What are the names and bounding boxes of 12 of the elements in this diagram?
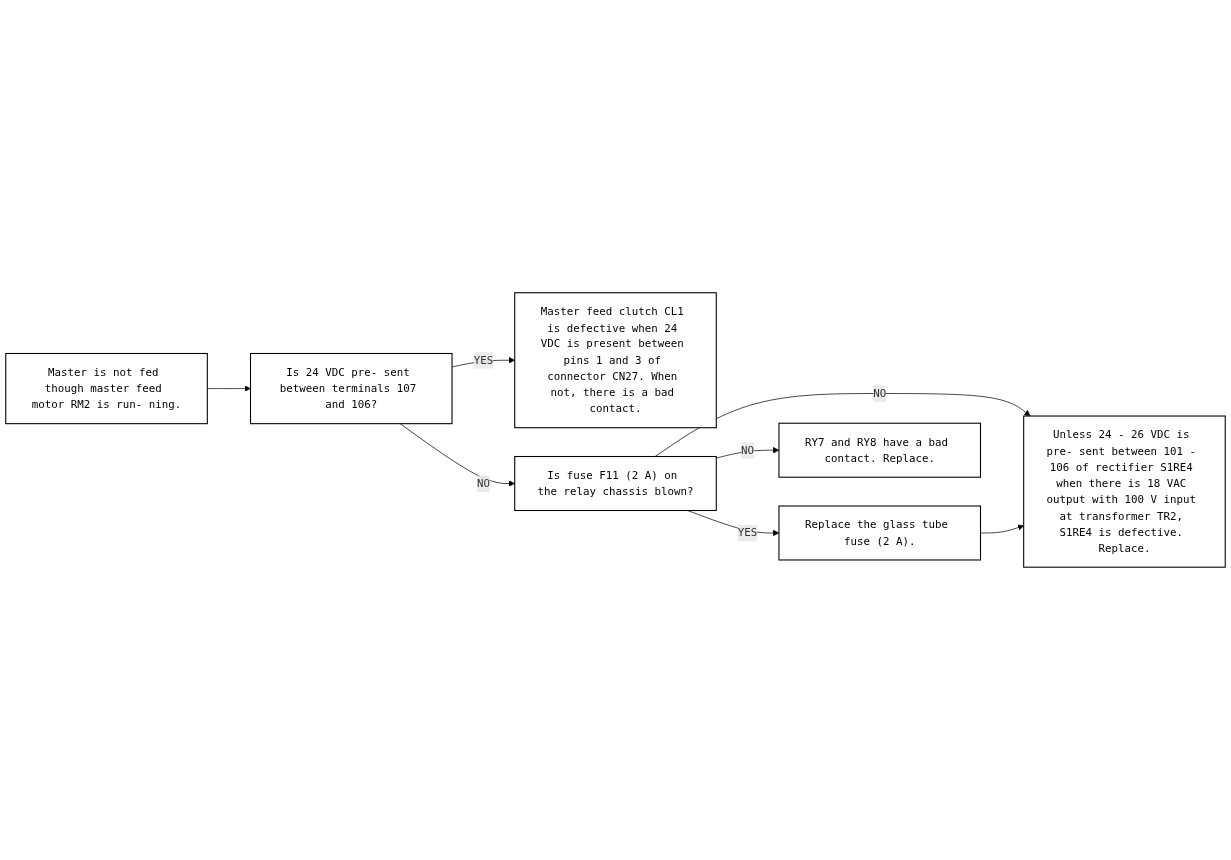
node-box: Unless 24 - 26 VDC is pre- sent between 101 - 106 of rectifier S1RE4 when there is 18 VAC output with 100 V input at transformer TR2, S1RE4 is defective. Replace.: [1023, 415, 1226, 568]
edge-label: YES: [737, 526, 758, 540]
edge-label: NO: [873, 386, 887, 400]
edge-label: NO: [476, 476, 490, 490]
node-box: Master is not fed though master feed motor RM2 is run- ning.: [5, 352, 208, 425]
node-box: Master feed clutch CL1 is defective when 24 VDC is present between pins 1 and 3 of connector CN27. When not, there is a bad contact.: [514, 292, 717, 429]
edge-label: NO: [741, 443, 755, 457]
node-box: Is 24 VDC pre- sent between terminals 107 and 106?: [249, 352, 453, 425]
edge-label: YES: [473, 353, 494, 367]
node-box: Replace the glass tube fuse (2 A).: [778, 505, 982, 561]
node-box: Is fuse F11 (2 A) on the relay chassis blown?: [514, 456, 717, 512]
node-box: RY7 and RY8 have a bad contact. Replace.: [778, 422, 982, 478]
